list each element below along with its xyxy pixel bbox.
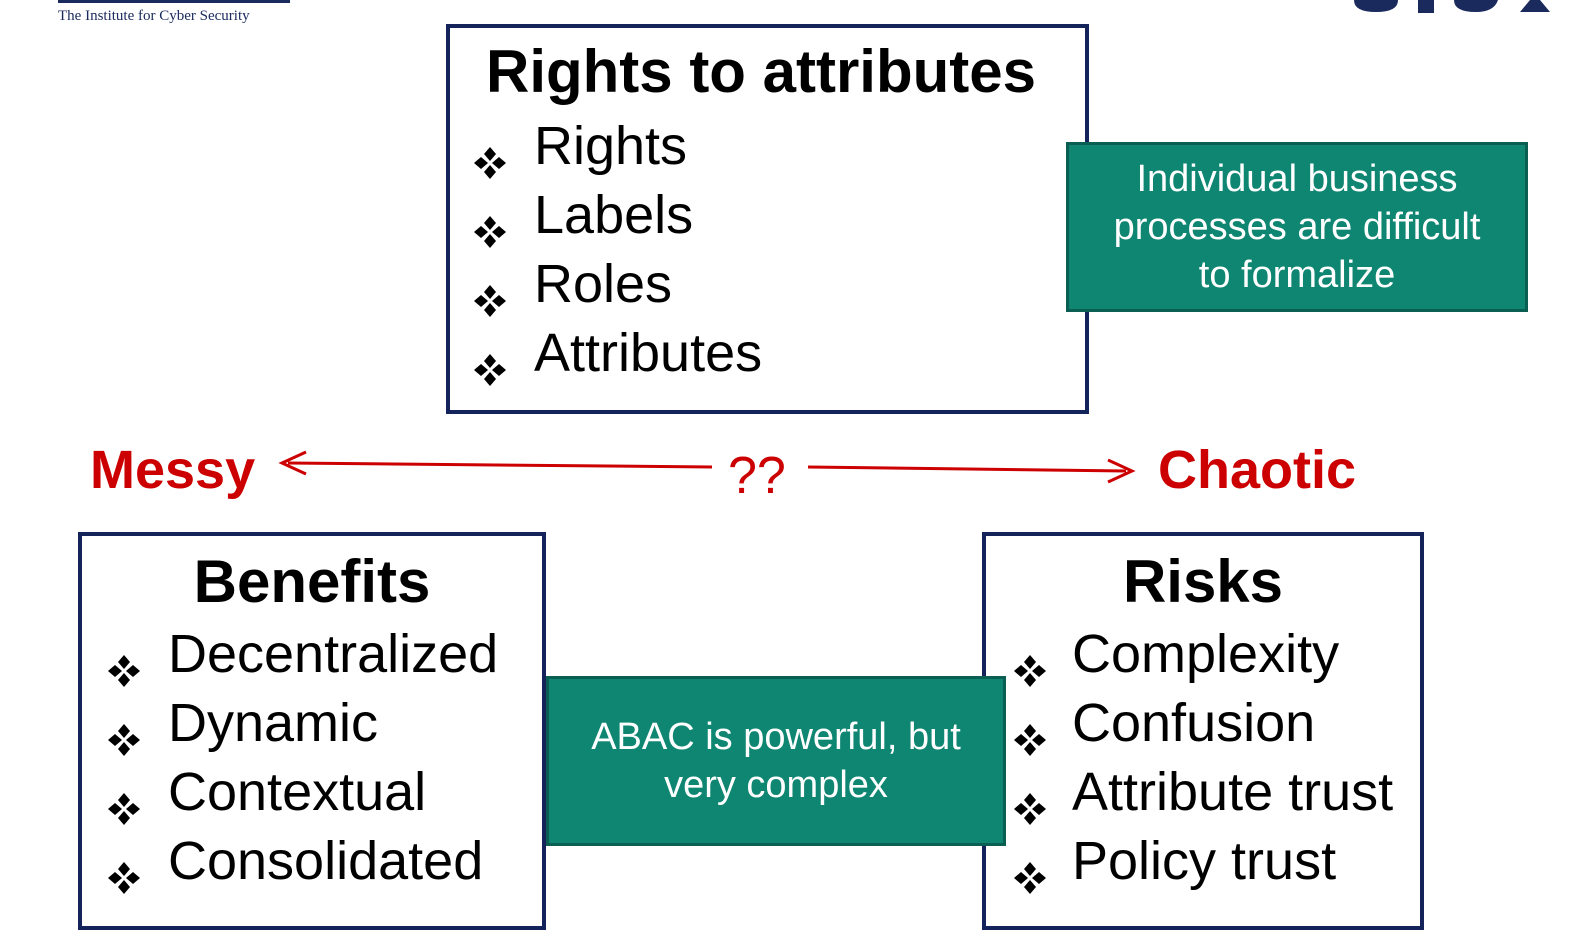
four-diamond-bullet-icon xyxy=(472,336,508,386)
partner-logo xyxy=(1354,0,1550,13)
four-diamond-bullet-icon xyxy=(106,844,142,894)
list-item: Contextual xyxy=(106,758,498,827)
list-item: Complexity xyxy=(1012,620,1393,689)
callout-line: processes are difficult xyxy=(1113,206,1481,248)
risks-box-title: Risks xyxy=(1122,548,1284,615)
logo-rule xyxy=(58,0,290,3)
four-diamond-bullet-icon xyxy=(106,706,142,756)
list-item-label: Policy trust xyxy=(1072,831,1337,891)
list-item: Rights xyxy=(472,112,762,181)
list-item: Policy trust xyxy=(1012,827,1393,896)
four-diamond-bullet-icon xyxy=(472,267,508,317)
four-diamond-bullet-icon xyxy=(1012,706,1048,756)
list-item-label: Dynamic xyxy=(168,693,379,753)
list-item: Labels xyxy=(472,181,762,250)
list-item: Consolidated xyxy=(106,827,498,896)
benefits-box: Benefits Decentralized Dynamic Contextua… xyxy=(78,532,546,930)
rights-to-attributes-box: Rights to attributes Rights Labels Roles… xyxy=(446,24,1089,414)
list-item: Decentralized xyxy=(106,620,498,689)
abac-callout: ABAC is powerful, but very complex xyxy=(546,676,1006,846)
callout-line: very complex xyxy=(664,764,888,806)
business-processes-callout: Individual business processes are diffic… xyxy=(1066,142,1528,312)
list-item-label: Attributes xyxy=(534,323,763,383)
institute-logo: The Institute for Cyber Security xyxy=(58,0,290,32)
list-item-label: Complexity xyxy=(1072,624,1340,684)
spectrum-center-label: ?? xyxy=(728,447,786,505)
rights-box-title: Rights to attributes xyxy=(486,38,1036,105)
list-item-label: Labels xyxy=(534,185,694,245)
list-item: Confusion xyxy=(1012,689,1393,758)
list-item-label: Attribute trust xyxy=(1072,762,1394,822)
list-item-label: Contextual xyxy=(168,762,427,822)
rights-list: Rights Labels Roles Attributes xyxy=(472,112,762,388)
list-item-label: Roles xyxy=(534,254,673,314)
list-item: Attribute trust xyxy=(1012,758,1393,827)
list-item-label: Confusion xyxy=(1072,693,1316,753)
list-item: Roles xyxy=(472,250,762,319)
four-diamond-bullet-icon xyxy=(106,775,142,825)
four-diamond-bullet-icon xyxy=(472,198,508,248)
arrow-left-icon xyxy=(278,450,713,476)
four-diamond-bullet-icon xyxy=(106,637,142,687)
list-item-label: Rights xyxy=(534,116,688,176)
list-item: Attributes xyxy=(472,319,762,388)
callout-line: ABAC is powerful, but xyxy=(591,716,961,758)
institute-tagline: The Institute for Cyber Security xyxy=(58,8,250,24)
list-item-label: Consolidated xyxy=(168,831,484,891)
benefits-box-title: Benefits xyxy=(193,548,431,615)
four-diamond-bullet-icon xyxy=(1012,637,1048,687)
arrow-right-icon xyxy=(807,458,1136,484)
list-item: Dynamic xyxy=(106,689,498,758)
benefits-list: Decentralized Dynamic Contextual Consoli… xyxy=(106,620,498,896)
four-diamond-bullet-icon xyxy=(1012,844,1048,894)
callout-line: to formalize xyxy=(1198,254,1396,296)
callout-line: Individual business xyxy=(1136,158,1458,200)
risks-box: Risks Complexity Confusion Attribute tru… xyxy=(982,532,1424,930)
list-item-label: Decentralized xyxy=(168,624,499,684)
spectrum-right-label: Chaotic xyxy=(1158,440,1357,500)
spectrum-left-label: Messy xyxy=(90,440,256,500)
risks-list: Complexity Confusion Attribute trust Pol… xyxy=(1012,620,1393,896)
four-diamond-bullet-icon xyxy=(472,129,508,179)
four-diamond-bullet-icon xyxy=(1012,775,1048,825)
